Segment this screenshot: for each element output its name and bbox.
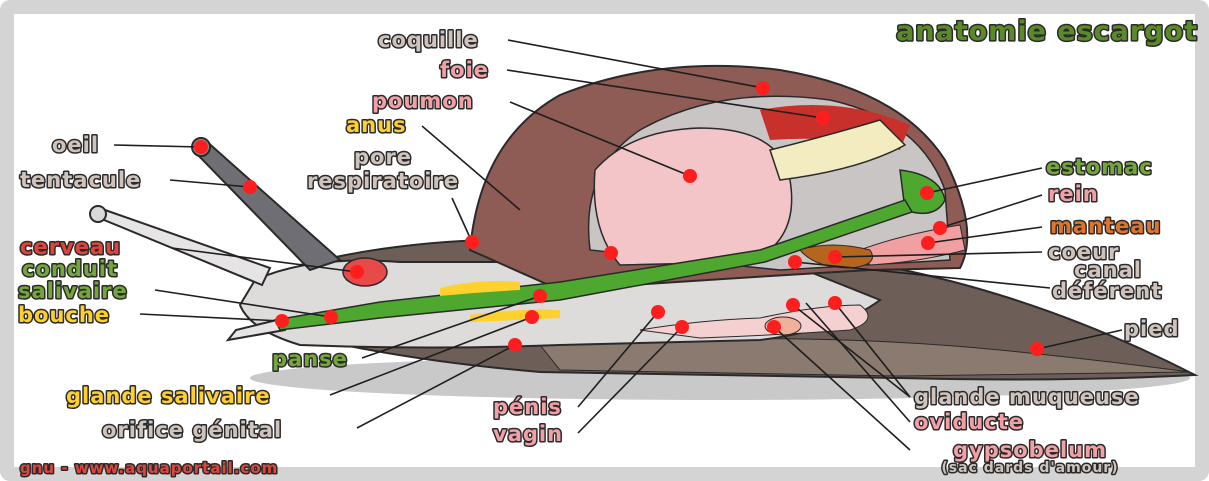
marker-tentacule — [243, 180, 257, 194]
marker-poumon — [683, 169, 697, 183]
label-coquille: coquille — [378, 28, 479, 52]
marker-bouche — [275, 314, 289, 328]
marker-oeil — [194, 140, 208, 154]
brain — [343, 258, 387, 286]
label-oviducte: oviducte — [914, 410, 1024, 434]
marker-manteau — [921, 236, 935, 250]
marker-glande-salivaire — [525, 310, 539, 324]
marker-gypsobelum — [767, 320, 781, 334]
lower-tentacle-tip — [90, 206, 106, 222]
label-glande-muqueuse: glande muqueuse — [914, 385, 1140, 409]
marker-foie — [816, 111, 830, 125]
marker-vagin — [675, 320, 689, 334]
label-glande-salivaire: glande salivaire — [66, 384, 271, 408]
label-salivaire: salivaire — [18, 279, 128, 303]
label-panse: panse — [272, 347, 348, 371]
label-pore: pore — [354, 145, 412, 169]
marker-conduit — [324, 310, 338, 324]
marker-coeur — [828, 250, 842, 264]
marker-muqueuse — [828, 296, 842, 310]
credit-text: gnu - www.aquaportail.com — [20, 459, 278, 477]
label-deferent: déférent — [1052, 279, 1162, 303]
label-penis: pénis — [493, 395, 562, 419]
label-gypsobelum: gypsobelum — [953, 438, 1107, 462]
marker-orifice — [508, 338, 522, 352]
marker-panse — [533, 289, 547, 303]
label-sac-dards: (sac dards d'amour) — [941, 460, 1118, 476]
marker-pied — [1030, 342, 1044, 356]
marker-cerveau — [350, 265, 364, 279]
label-rein: rein — [1048, 182, 1099, 206]
marker-penis — [651, 305, 665, 319]
marker-anus — [604, 246, 618, 260]
label-oeil: oeil — [52, 133, 99, 157]
label-conduit: conduit — [22, 257, 118, 281]
label-vagin: vagin — [493, 422, 563, 446]
marker-estomac — [920, 186, 934, 200]
label-cerveau: cerveau — [20, 235, 121, 259]
marker-oviducte — [786, 298, 800, 312]
label-orifice-genital: orifice génital — [102, 418, 282, 442]
label-poumon: poumon — [372, 89, 474, 113]
label-tentacule: tentacule — [20, 168, 141, 192]
marker-pore — [465, 235, 479, 249]
label-pied: pied — [1124, 317, 1180, 341]
label-manteau: manteau — [1050, 214, 1161, 238]
label-anus: anus — [346, 113, 407, 137]
label-estomac: estomac — [1046, 155, 1153, 179]
marker-coquille — [756, 81, 770, 95]
label-bouche: bouche — [18, 303, 110, 327]
label-foie: foie — [440, 58, 489, 82]
label-respiratoire: respiratoire — [307, 169, 459, 193]
marker-canal — [788, 255, 802, 269]
marker-rein — [933, 221, 947, 235]
diagram-title: anatomie escargot — [896, 16, 1198, 47]
